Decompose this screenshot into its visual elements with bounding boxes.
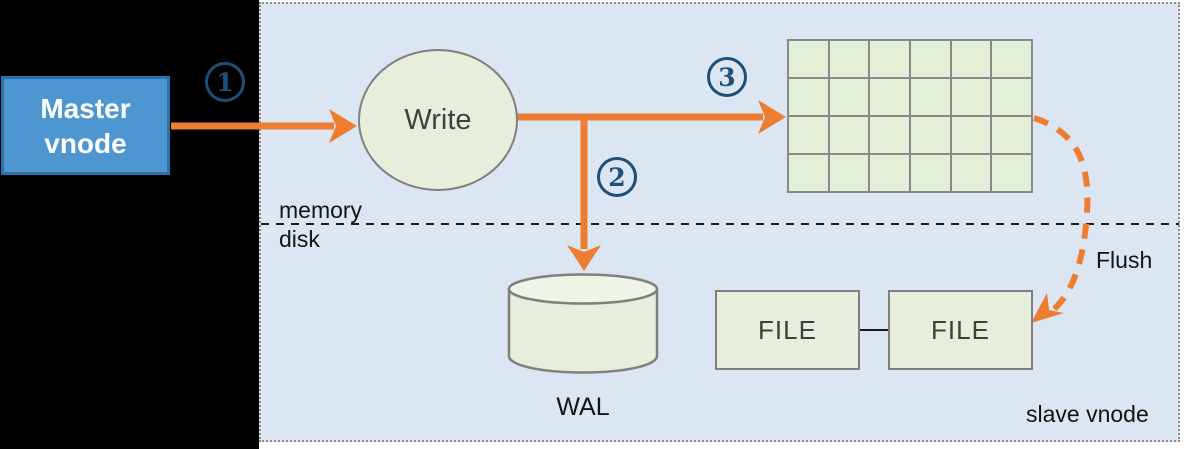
- mem-table-cell: [789, 117, 828, 153]
- step-badge-1: 1: [205, 62, 245, 102]
- mem-table-cell: [951, 79, 991, 115]
- mem-table-cell: [951, 41, 991, 77]
- mem-table: [787, 39, 1033, 193]
- mem-table-cell: [911, 41, 950, 77]
- mem-table-cell: [789, 41, 828, 77]
- mem-table-cell: [829, 117, 869, 153]
- mem-table-cell: [992, 155, 1031, 191]
- mem-table-cell: [829, 41, 869, 77]
- mem-table-cell: [870, 79, 909, 115]
- slave-vnode-label: slave vnode: [1026, 401, 1149, 427]
- file-box-2-label: FILE: [931, 314, 990, 345]
- mem-table-cell: [870, 155, 909, 191]
- step-3-number: 3: [718, 62, 736, 92]
- flush-label: Flush: [1096, 247, 1153, 273]
- file-box-1-label: FILE: [758, 314, 817, 345]
- mem-table-cell: [789, 79, 828, 115]
- mem-table-cell: [911, 117, 950, 153]
- mem-table-cell: [951, 117, 991, 153]
- step-badge-3: 3: [707, 57, 747, 97]
- master-vnode-label: Master vnode: [40, 92, 131, 159]
- step-1-number: 1: [216, 67, 234, 97]
- step-badge-2: 2: [597, 157, 637, 197]
- disk-region-label: disk: [279, 226, 320, 252]
- mem-table-cell: [829, 79, 869, 115]
- mem-table-cell: [951, 155, 991, 191]
- mem-table-cell: [789, 155, 828, 191]
- mem-table-cell: [870, 117, 909, 153]
- wal-label: WAL: [556, 393, 610, 421]
- mem-table-cell: [911, 155, 950, 191]
- write-node-label: Write: [404, 103, 472, 136]
- master-vnode-box: Master vnode: [1, 76, 170, 175]
- write-node: Write: [358, 49, 518, 191]
- mem-table-cell: [870, 41, 909, 77]
- mem-table-cell: [992, 79, 1031, 115]
- mem-table-cell: [992, 41, 1031, 77]
- file-box-1: FILE: [715, 290, 860, 370]
- file-box-2: FILE: [888, 290, 1033, 370]
- mem-table-cell: [992, 117, 1031, 153]
- step-2-number: 2: [608, 162, 626, 192]
- mem-table-cell: [911, 79, 950, 115]
- memory-region-label: memory: [279, 197, 363, 223]
- mem-table-cell: [829, 155, 869, 191]
